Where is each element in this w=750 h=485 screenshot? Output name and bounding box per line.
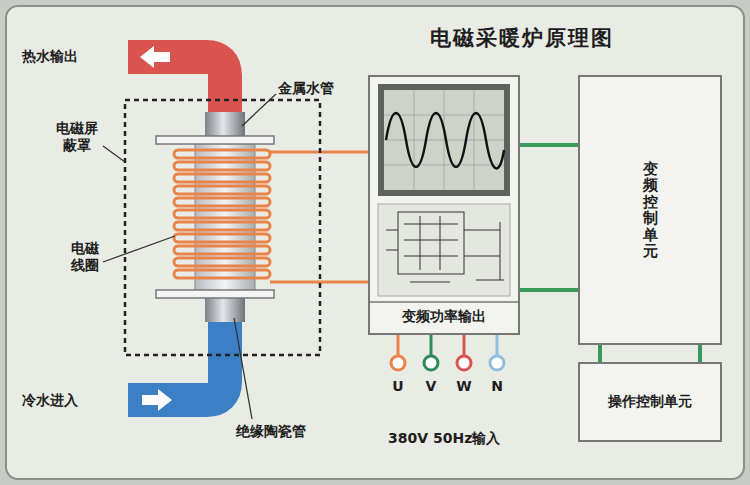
coil-part bbox=[174, 150, 270, 158]
terminal-letter: V bbox=[426, 378, 437, 395]
background-panel bbox=[6, 6, 744, 479]
circuit-picture-part bbox=[398, 212, 464, 274]
coil-part bbox=[174, 234, 270, 242]
coil-part bbox=[174, 210, 270, 218]
connector bbox=[598, 345, 602, 362]
coil-part bbox=[174, 258, 270, 266]
circuit-picture-part bbox=[378, 204, 510, 296]
part-label: 电磁屏蔽罩 bbox=[55, 120, 100, 154]
connector bbox=[520, 143, 578, 147]
terminals-part bbox=[424, 356, 438, 370]
leader-lines-part bbox=[103, 236, 175, 262]
leader-lines-part bbox=[242, 94, 276, 126]
coil-part bbox=[174, 222, 270, 230]
process-box: 操作控制单元 bbox=[578, 362, 722, 442]
part-label: 电磁线圈 bbox=[70, 240, 101, 274]
coil-part bbox=[270, 152, 368, 282]
terminals-part bbox=[463, 335, 466, 356]
terminals-part bbox=[397, 335, 400, 356]
node-text: 变频功率输出 bbox=[402, 308, 486, 326]
coil-part bbox=[174, 270, 270, 278]
cold-water-pipe-part bbox=[142, 389, 172, 411]
circuit-picture bbox=[378, 204, 510, 296]
part-label: 380V 50Hz输入 bbox=[388, 430, 500, 447]
diagram-title: 电磁采暖炉原理图 bbox=[430, 26, 614, 51]
box-fill bbox=[368, 75, 520, 335]
shield-outline bbox=[125, 100, 320, 355]
terminals-part bbox=[496, 335, 499, 356]
coil-part bbox=[174, 186, 270, 194]
water-tube-part bbox=[205, 296, 245, 322]
node-text: 变频控制单元 bbox=[643, 161, 658, 260]
part-label: 金属水管 bbox=[278, 80, 334, 97]
cold-water-pipe bbox=[128, 318, 225, 411]
part-label: 冷水进入 bbox=[22, 392, 78, 409]
oscilloscope bbox=[378, 84, 510, 196]
hot-water-pipe-part bbox=[140, 46, 170, 68]
water-tube bbox=[156, 112, 274, 322]
terminals-part bbox=[430, 335, 433, 356]
oscilloscope-part bbox=[378, 84, 510, 196]
terminal-letter: W bbox=[456, 378, 471, 395]
node-text: 操作控制单元 bbox=[608, 393, 692, 411]
oscilloscope-part bbox=[384, 90, 504, 190]
water-tube-part bbox=[156, 290, 274, 298]
coil-part bbox=[174, 246, 270, 254]
separator bbox=[368, 301, 520, 303]
oscilloscope-part bbox=[384, 90, 504, 190]
terminal-letter: U bbox=[392, 378, 403, 395]
connector bbox=[520, 288, 578, 292]
coil-part bbox=[174, 162, 270, 170]
coil-part bbox=[174, 198, 270, 206]
leader-lines-part bbox=[103, 146, 125, 162]
leader-lines-part bbox=[234, 318, 252, 419]
part-label: 绝缘陶瓷管 bbox=[236, 423, 306, 440]
coil-part bbox=[174, 174, 270, 182]
circuit-picture-part bbox=[386, 216, 504, 282]
terminals-part bbox=[457, 356, 471, 370]
coil bbox=[174, 150, 368, 282]
terminals bbox=[391, 335, 504, 370]
process-box: 变频功率输出 bbox=[368, 75, 520, 335]
oscilloscope-part bbox=[386, 113, 504, 168]
cold-water-pipe-part bbox=[128, 318, 225, 400]
part-label: 热水输出 bbox=[22, 48, 78, 65]
terminal-letter: N bbox=[491, 378, 503, 395]
terminals-part bbox=[391, 356, 405, 370]
process-box: 变频控制单元 bbox=[578, 75, 722, 345]
terminals-part bbox=[490, 356, 504, 370]
connector bbox=[698, 345, 702, 362]
water-tube-part bbox=[156, 136, 274, 144]
leader-lines bbox=[103, 94, 276, 419]
